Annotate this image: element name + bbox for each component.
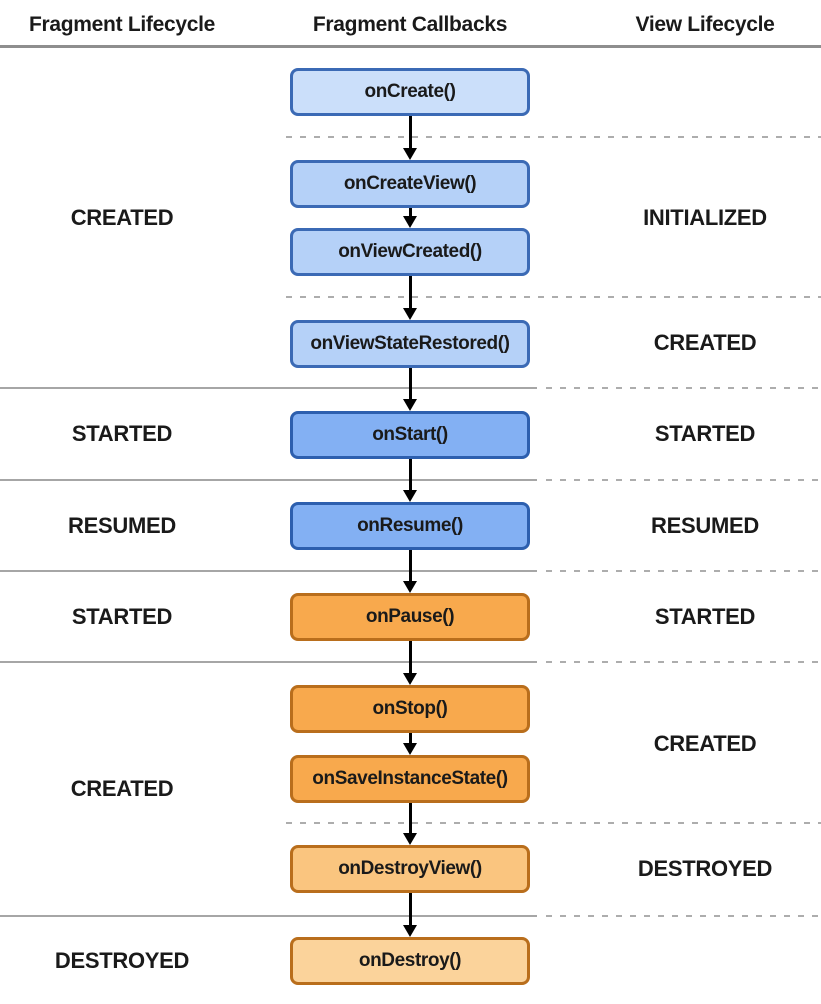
view-state-initialized: INITIALIZED (643, 205, 767, 230)
arrowhead-down-icon (403, 148, 417, 160)
view-state-started-2: STARTED (654, 604, 756, 629)
flow-arrow (403, 639, 417, 685)
flow-arrow (403, 730, 417, 755)
arrowhead-down-icon (403, 490, 417, 502)
section-divider-dashed (546, 915, 821, 917)
callback-box-onpause: onPause() (290, 593, 530, 641)
flow-arrow (403, 457, 417, 502)
arrow-shaft (408, 548, 412, 581)
fragment-state-created: CREATED (70, 205, 174, 230)
section-divider-dashed (546, 479, 821, 481)
arrow-shaft (408, 366, 412, 399)
flow-arrow (403, 274, 417, 320)
flow-arrow (403, 548, 417, 593)
callback-box-ondestroy: onDestroy() (290, 937, 530, 985)
callback-box-onresume: onResume() (290, 502, 530, 550)
arrowhead-down-icon (403, 308, 417, 320)
column-header-view-lifecycle: View Lifecycle (635, 13, 775, 36)
view-section-divider-dashed (286, 136, 821, 138)
callback-box-oncreate: onCreate() (290, 68, 530, 116)
fragment-state-started-2: STARTED (71, 604, 173, 629)
fragment-state-created-2: CREATED (70, 776, 174, 801)
section-divider-dashed (546, 387, 821, 389)
view-state-created-2: CREATED (653, 731, 757, 756)
callback-box-oncreateview: onCreateView() (290, 160, 530, 208)
view-state-destroyed: DESTROYED (637, 856, 773, 881)
callback-box-ondestroyview: onDestroyView() (290, 845, 530, 893)
flow-arrow (403, 206, 417, 228)
fragment-state-started: STARTED (71, 421, 173, 446)
view-section-divider-dashed (286, 822, 821, 824)
section-divider-dashed (546, 570, 821, 572)
flow-arrow (403, 114, 417, 160)
arrowhead-down-icon (403, 399, 417, 411)
arrowhead-down-icon (403, 833, 417, 845)
column-header-fragment-lifecycle: Fragment Lifecycle (29, 13, 215, 36)
flow-arrow (403, 366, 417, 411)
callback-box-onviewstaterestored: onViewStateRestored() (290, 320, 530, 368)
arrowhead-down-icon (403, 925, 417, 937)
callback-box-onviewcreated: onViewCreated() (290, 228, 530, 276)
arrowhead-down-icon (403, 216, 417, 228)
arrowhead-down-icon (403, 581, 417, 593)
fragment-state-destroyed: DESTROYED (54, 948, 190, 973)
callback-box-onstop: onStop() (290, 685, 530, 733)
view-state-started: STARTED (654, 421, 756, 446)
arrowhead-down-icon (403, 673, 417, 685)
fragment-state-resumed: RESUMED (68, 513, 176, 538)
arrow-shaft (408, 274, 412, 308)
section-divider-solid (0, 387, 537, 389)
callback-box-onsaveinstancestate: onSaveInstanceState() (290, 755, 530, 803)
section-divider-solid (0, 661, 537, 663)
arrow-shaft (408, 114, 412, 148)
arrowhead-down-icon (403, 743, 417, 755)
column-header-fragment-callbacks: Fragment Callbacks (312, 13, 508, 36)
header-divider-line (0, 45, 821, 48)
arrow-shaft (408, 801, 412, 833)
view-state-created: CREATED (653, 330, 757, 355)
arrow-shaft (408, 890, 412, 925)
flow-arrow (403, 801, 417, 845)
callback-box-onstart: onStart() (290, 411, 530, 459)
arrow-shaft (408, 206, 412, 216)
section-divider-dashed (546, 661, 821, 663)
section-divider-solid (0, 570, 537, 572)
arrow-shaft (408, 730, 412, 743)
section-divider-solid (0, 479, 537, 481)
flow-arrow (403, 890, 417, 937)
section-divider-solid (0, 915, 537, 917)
view-state-resumed: RESUMED (651, 513, 759, 538)
view-section-divider-dashed (286, 296, 821, 298)
arrow-shaft (408, 457, 412, 490)
arrow-shaft (408, 639, 412, 673)
